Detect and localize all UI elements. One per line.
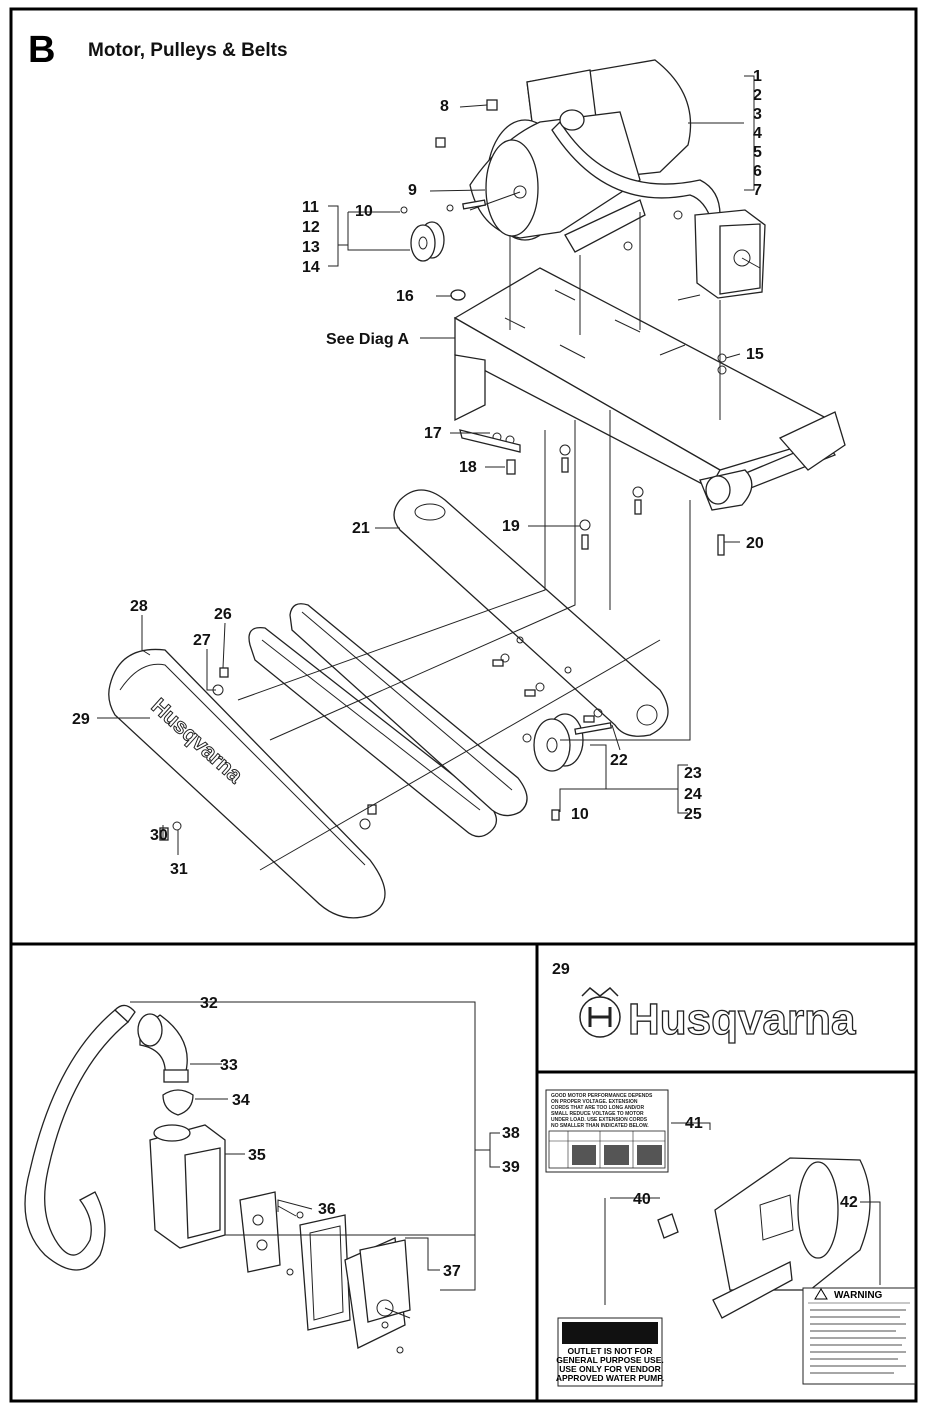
logo-panel: 29 Husqvarna bbox=[552, 961, 857, 1045]
warning-title: WARNING bbox=[834, 1290, 883, 1301]
callout-37: 37 bbox=[443, 1263, 461, 1280]
callout-32: 32 bbox=[200, 995, 218, 1012]
callout-5: 5 bbox=[753, 144, 762, 161]
hardware bbox=[435, 99, 727, 556]
callout-33: 33 bbox=[220, 1057, 238, 1074]
see-diag-a-label: See Diag A bbox=[326, 331, 409, 348]
callout-22: 22 bbox=[610, 752, 628, 769]
table-line-1: GOOD MOTOR PERFORMANCE DEPENDS bbox=[551, 1093, 653, 1099]
callout-21: 21 bbox=[352, 520, 370, 537]
callout-15: 15 bbox=[746, 346, 764, 363]
table-line-3: CORDS THAT ARE TOO LONG AND/OR bbox=[551, 1105, 644, 1111]
callout-8: 8 bbox=[440, 98, 449, 115]
tension-arm bbox=[393, 489, 669, 737]
pulley-small-top bbox=[400, 199, 487, 262]
labels-panel: GOOD MOTOR PERFORMANCE DEPENDS ON PROPER… bbox=[545, 1089, 916, 1387]
outlet-line-2: GENERAL PURPOSE USE. bbox=[556, 1355, 664, 1365]
switch-leaders bbox=[130, 1001, 500, 1291]
callout-20: 20 bbox=[746, 535, 764, 552]
callout-39: 39 bbox=[502, 1159, 520, 1176]
callout-3: 3 bbox=[753, 106, 762, 123]
callout-6: 6 bbox=[753, 163, 762, 180]
logo-wordmark: Husqvarna bbox=[628, 995, 856, 1044]
pulley-lower bbox=[522, 713, 613, 821]
callout-29-main: 29 bbox=[72, 711, 90, 728]
guard-hardware bbox=[159, 636, 603, 841]
outlet-line-3: USE ONLY FOR VENDOR bbox=[559, 1364, 661, 1374]
switch-callouts: 32 33 34 35 36 37 38 39 bbox=[200, 995, 520, 1280]
switch-assembly bbox=[24, 1004, 411, 1354]
callout-25: 25 bbox=[684, 806, 702, 823]
table-line-6: NO SMALLER THAN INDICATED BELOW. bbox=[551, 1123, 649, 1129]
callout-40: 40 bbox=[633, 1191, 651, 1208]
husqvarna-crown-icon bbox=[579, 986, 621, 1038]
callout-12: 12 bbox=[302, 219, 320, 236]
callout-41: 41 bbox=[685, 1115, 703, 1132]
outlet-label: OUTLET IS NOT FOR GENERAL PURPOSE USE. U… bbox=[556, 1317, 664, 1387]
table-line-5: UNDER LOAD. USE EXTENSION CORDS bbox=[551, 1117, 648, 1123]
callout-27: 27 bbox=[193, 632, 211, 649]
section-title: Motor, Pulleys & Belts bbox=[88, 40, 288, 61]
switch-box bbox=[694, 209, 766, 299]
callout-28: 28 bbox=[130, 598, 148, 615]
callout-10-bottom: 10 bbox=[571, 806, 589, 823]
callout-11: 11 bbox=[302, 199, 319, 216]
callout-31: 31 bbox=[170, 861, 188, 878]
warning-label: WARNING bbox=[802, 1287, 916, 1385]
callout-38: 38 bbox=[502, 1125, 520, 1142]
extension-cord-table: GOOD MOTOR PERFORMANCE DEPENDS ON PROPER… bbox=[545, 1089, 669, 1173]
outer-frame bbox=[9, 7, 918, 1403]
callout-9: 9 bbox=[408, 182, 417, 199]
main-callouts: 1 2 3 4 5 6 7 8 9 10 11 12 13 14 15 16 1… bbox=[72, 68, 764, 878]
callout-42: 42 bbox=[840, 1194, 858, 1211]
callout-26: 26 bbox=[214, 606, 232, 623]
frame-plate bbox=[453, 267, 846, 511]
table-line-4: SMALL REDUCE VOLTAGE TO MOTOR bbox=[551, 1111, 644, 1117]
callout-17: 17 bbox=[424, 425, 442, 442]
callout-35: 35 bbox=[248, 1147, 266, 1164]
callout-7: 7 bbox=[753, 182, 762, 199]
main-leaders bbox=[97, 75, 755, 855]
callout-23: 23 bbox=[684, 765, 702, 782]
outlet-line-4: APPROVED WATER PUMP. bbox=[556, 1373, 664, 1383]
alignment-lines bbox=[237, 212, 691, 871]
callout-10-top: 10 bbox=[355, 203, 373, 220]
callout-36: 36 bbox=[318, 1201, 336, 1218]
callout-16: 16 bbox=[396, 288, 414, 305]
callout-18: 18 bbox=[459, 459, 477, 476]
callout-4: 4 bbox=[753, 125, 762, 142]
callout-34: 34 bbox=[232, 1092, 250, 1109]
callout-14: 14 bbox=[302, 259, 320, 276]
warning-triangle-icon bbox=[814, 1288, 828, 1300]
motor-sketch bbox=[657, 1157, 871, 1319]
callout-30: 30 bbox=[150, 827, 168, 844]
callout-2: 2 bbox=[753, 87, 762, 104]
callout-1: 1 bbox=[753, 68, 762, 85]
section-letter: B bbox=[28, 29, 55, 71]
callout-29-logo: 29 bbox=[552, 961, 570, 978]
callout-24: 24 bbox=[684, 786, 702, 803]
outlet-line-1: OUTLET IS NOT FOR bbox=[568, 1346, 653, 1356]
callout-13: 13 bbox=[302, 239, 320, 256]
table-line-2: ON PROPER VOLTAGE. EXTENSION bbox=[551, 1099, 638, 1105]
main-assembly: Husqvarna bbox=[108, 59, 846, 919]
callout-19: 19 bbox=[502, 518, 520, 535]
belts bbox=[248, 603, 528, 838]
motor bbox=[469, 59, 721, 253]
warning-body-lines bbox=[810, 1309, 906, 1374]
